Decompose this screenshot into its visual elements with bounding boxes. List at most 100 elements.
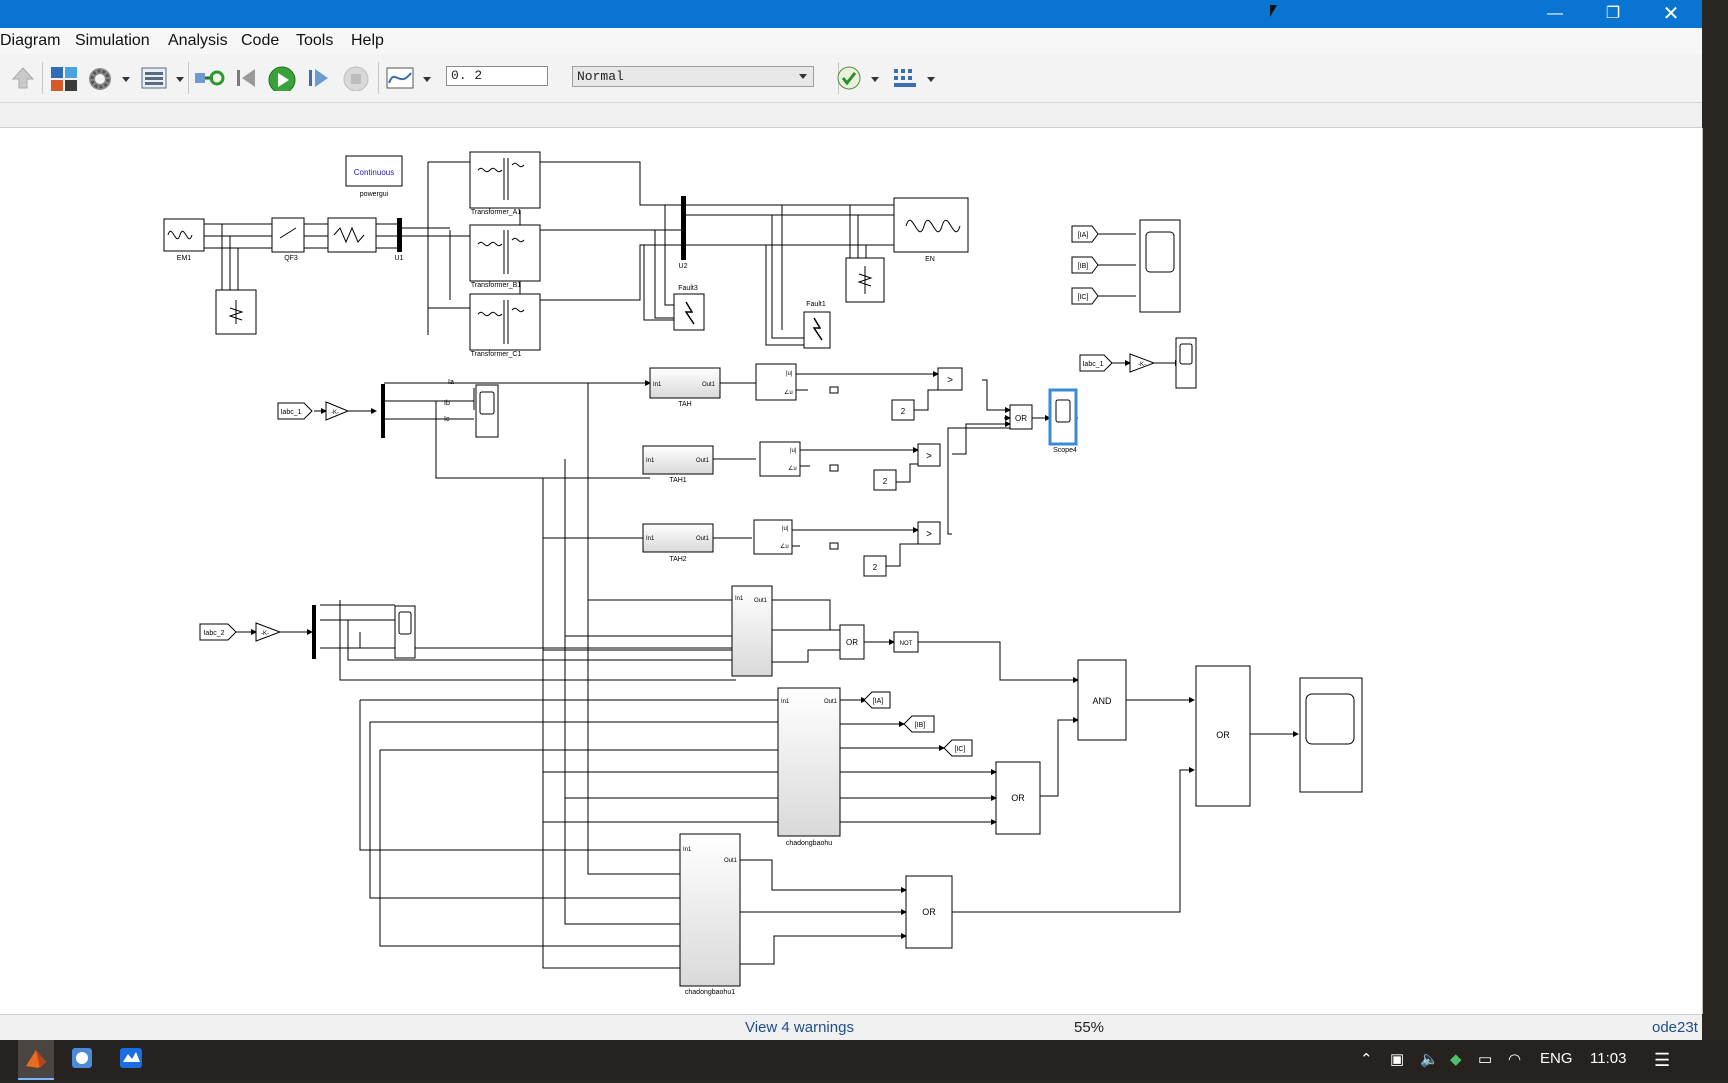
chadongbaohu-block[interactable] (777, 687, 841, 837)
zoom-level: 55% (1074, 1019, 1105, 1036)
gain-left-1[interactable] (325, 401, 350, 421)
menu-tools[interactable]: Tools (296, 32, 334, 49)
chadongbaohu1-block[interactable] (679, 833, 741, 987)
clock[interactable]: 11:03 (1590, 1050, 1627, 1067)
bus-label-ic: Ic (444, 416, 450, 423)
shield-icon[interactable]: ◆ (1450, 1051, 1462, 1068)
const-3[interactable] (863, 555, 887, 577)
model-settings-icon[interactable] (86, 65, 114, 91)
build-grid-icon[interactable] (891, 65, 919, 91)
step-forward-icon[interactable] (305, 65, 333, 91)
simulation-mode-select[interactable]: Normal (572, 66, 814, 87)
tah2-block[interactable] (642, 523, 714, 553)
block-diagram[interactable]: Continuous powergui EM1 QF3 U1 Transform… (0, 128, 1702, 1014)
menu-help[interactable]: Help (351, 32, 384, 49)
volume-icon[interactable]: 🔈 (1420, 1051, 1439, 1068)
relational-1[interactable] (937, 367, 963, 391)
fault1-label: Fault1 (806, 301, 826, 308)
transformer-b1-block[interactable] (469, 224, 541, 282)
rl-block[interactable] (327, 217, 377, 253)
u1-bus[interactable] (397, 218, 402, 252)
warnings-link[interactable]: View 4 warnings (745, 1019, 854, 1036)
chadongbaohu1-in-label: In1 (683, 847, 692, 853)
and-block[interactable] (1077, 659, 1127, 741)
update-diagram-icon[interactable] (193, 65, 225, 91)
chevron-up-icon[interactable]: ⌃ (1360, 1051, 1373, 1068)
or-block-1[interactable] (1009, 404, 1033, 430)
tag-ib-top[interactable] (1071, 256, 1099, 274)
close-button[interactable]: ✕ (1662, 3, 1680, 25)
app-tray-icon[interactable]: ▣ (1390, 1051, 1405, 1068)
fault1-block[interactable] (803, 311, 831, 349)
up-arrow-icon[interactable] (10, 65, 36, 91)
or-block-big[interactable] (1195, 665, 1251, 807)
menu-diagram[interactable]: Diagram (0, 32, 61, 49)
or-block-3[interactable] (995, 761, 1041, 835)
chadongbaohu-label: chadongbaohu (786, 840, 832, 847)
model-explorer-icon[interactable] (140, 65, 168, 91)
model-advisor-icon[interactable] (836, 65, 862, 91)
relational-2[interactable] (917, 443, 941, 467)
tag-ic-top[interactable] (1071, 287, 1099, 305)
menu-analysis[interactable]: Analysis (168, 32, 228, 49)
language-indicator[interactable]: ENG (1540, 1050, 1573, 1067)
tag-ib-bottom[interactable] (903, 715, 935, 733)
u2-bus[interactable] (681, 196, 686, 260)
solver-link[interactable]: ode23t (1652, 1019, 1698, 1036)
wifi-icon[interactable]: ◠ (1508, 1051, 1522, 1068)
transformer-c1-block[interactable] (469, 293, 541, 351)
taskbar-app3-button[interactable] (112, 1040, 148, 1080)
tag-ia-bottom[interactable] (863, 691, 891, 709)
data-inspector-icon[interactable] (385, 65, 415, 91)
menu-code[interactable]: Code (241, 32, 280, 49)
restore-button[interactable]: ❐ (1605, 5, 1621, 22)
demux-2[interactable] (312, 605, 316, 659)
notification-icon[interactable]: ☰ (1654, 1050, 1671, 1070)
tah-block[interactable] (649, 367, 721, 399)
mag-angle-3[interactable] (753, 519, 793, 555)
tag-iabc1-left[interactable] (277, 402, 313, 420)
battery-icon[interactable]: ▭ (1478, 1051, 1493, 1068)
const-2[interactable] (873, 469, 897, 491)
stop-time-input[interactable]: 0. 2 (446, 66, 548, 86)
taskbar-app2-button[interactable] (64, 1040, 100, 1080)
stop-icon[interactable] (342, 65, 370, 91)
tag-iabc2[interactable] (199, 623, 237, 641)
run-icon[interactable] (267, 65, 297, 91)
title-bar: — ❐ ✕ (0, 0, 1702, 28)
powergui-block[interactable] (345, 155, 403, 187)
taskbar-matlab-button[interactable] (18, 1040, 54, 1080)
en-block[interactable] (893, 197, 969, 253)
tag-iabc1-left-label: Iabc_1 (280, 409, 301, 416)
step-back-icon[interactable] (233, 65, 261, 91)
tag-ic-bottom[interactable] (943, 739, 973, 757)
mag-angle-2[interactable] (759, 441, 801, 477)
relational-3[interactable] (917, 521, 941, 545)
menu-simulation[interactable]: Simulation (75, 32, 150, 49)
or-block-4[interactable] (905, 875, 953, 949)
minimize-button[interactable]: — (1547, 5, 1563, 22)
gain-right[interactable] (1129, 353, 1156, 373)
relational-3-label: > (926, 529, 932, 540)
const-2-label: 2 (883, 477, 888, 486)
const-1[interactable] (891, 399, 915, 421)
library-browser-icon[interactable] (49, 65, 79, 91)
tag-ia-top[interactable] (1071, 225, 1099, 243)
not-block[interactable] (893, 631, 919, 653)
menu-bar: Diagram Simulation Analysis Code Tools H… (0, 28, 1702, 54)
gain-left-2[interactable] (255, 622, 282, 642)
qf3-block[interactable] (271, 217, 305, 253)
u1-label: U1 (395, 255, 404, 262)
or-block-2[interactable] (839, 624, 865, 660)
chevron-down-icon (799, 74, 807, 79)
subsystem-3out[interactable] (731, 585, 773, 677)
subsystem-out-label: Out1 (754, 598, 768, 604)
model-canvas[interactable]: Continuous powergui EM1 QF3 U1 Transform… (0, 128, 1703, 1014)
demux-1[interactable] (381, 384, 385, 438)
em1-block[interactable] (163, 218, 205, 252)
transformer-a1-block[interactable] (469, 151, 541, 209)
mag-angle-1[interactable] (755, 363, 797, 401)
tah1-block[interactable] (642, 445, 714, 475)
tag-iabc1-right[interactable] (1079, 354, 1113, 372)
tag-ib-top-label: [IB] (1078, 263, 1089, 270)
